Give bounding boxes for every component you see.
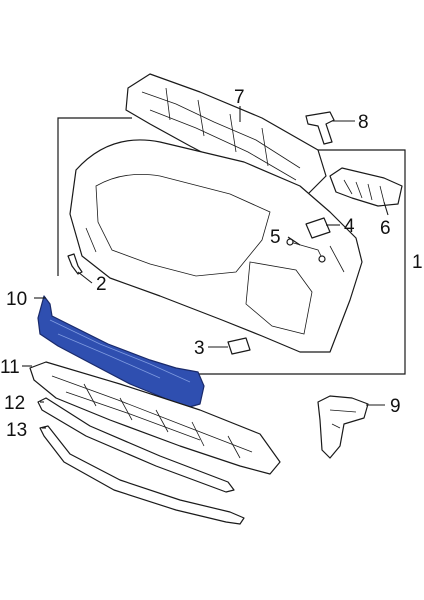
callout-13: 13 (6, 420, 27, 441)
lower-trim-part-13[interactable] (39, 425, 245, 525)
trim-strip-part-12[interactable] (37, 397, 235, 493)
leader-line-6 (383, 201, 389, 216)
clip-part-2[interactable] (67, 253, 83, 275)
callout-8: 8 (358, 112, 369, 133)
plug-part-3[interactable] (227, 337, 251, 355)
upper-carrier-part-7[interactable] (125, 73, 327, 197)
leader-line-2 (77, 271, 93, 284)
side-bracket-part-9[interactable] (317, 395, 369, 459)
lower-grille-part-11[interactable] (29, 361, 281, 475)
harness-part-5[interactable] (286, 238, 326, 263)
callout-12: 12 (4, 393, 25, 414)
assembly-frame (57, 117, 132, 276)
callout-5: 5 (270, 227, 281, 248)
callout-6: 6 (380, 218, 391, 239)
leader-line-5 (287, 236, 301, 246)
side-bracket-part-6[interactable] (329, 167, 403, 207)
energy-absorber-part-10[interactable] (37, 295, 205, 409)
assembly-frame-right (190, 149, 406, 375)
callout-10: 10 (6, 289, 27, 310)
callout-4: 4 (344, 216, 355, 237)
callout-2: 2 (96, 274, 107, 295)
callout-3: 3 (194, 338, 205, 359)
bracket-part-8[interactable] (305, 111, 335, 145)
callout-7: 7 (234, 87, 245, 108)
callout-1: 1 (412, 252, 423, 273)
callout-9: 9 (390, 396, 401, 417)
callout-11: 11 (0, 357, 20, 378)
sensor-bracket-part-4[interactable] (305, 217, 331, 239)
bumper-cover-part-1[interactable] (69, 139, 363, 353)
